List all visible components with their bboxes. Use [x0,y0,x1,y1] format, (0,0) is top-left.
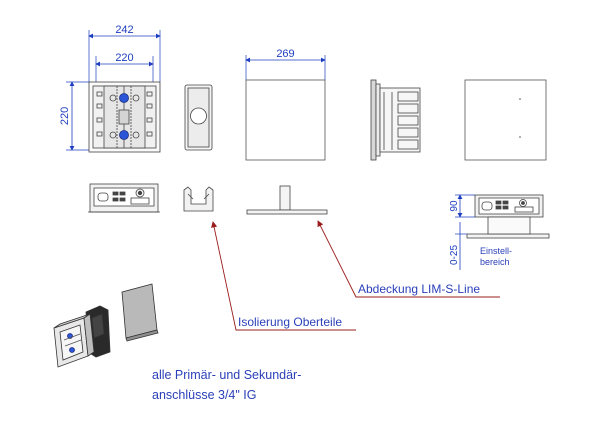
box-top-view [88,183,160,213]
dim-inner-width: 220 [95,52,154,82]
exploded-3d-illustration [53,283,159,368]
side-section-view [370,79,421,161]
leader-isolierung [211,221,356,331]
einstell-label-line1: Einstell- [480,246,512,256]
insulation-top-view [183,186,214,212]
dim-height-label: 220 [59,107,71,125]
dim-height: 220 [59,81,90,151]
dim-depth: 90 [449,194,475,218]
cover-top-view [246,185,328,215]
dim-adjust-range-label: 0-25 [449,245,460,265]
label-abdeckung: Abdeckung LIM-S-Line [358,282,480,296]
box-front-view [88,81,161,153]
dim-cover-width: 269 [245,48,326,80]
dim-inner-width-label: 220 [115,52,133,64]
cover-front-view [245,79,326,161]
assembly-top-view [466,194,550,239]
leader-abdeckung [317,220,500,298]
dim-adjust-range: 0-25 [449,222,467,270]
dim-cover-width-label: 269 [276,48,294,60]
cover-rear-view [464,79,547,161]
dim-depth-label: 90 [449,200,460,212]
note-line1: alle Primär- und Sekundär- [152,368,301,382]
einstell-label-line2: bereich [480,257,510,267]
dim-outer-width: 242 [88,24,161,82]
note-line2: anschlüsse 3/4" IG [152,388,257,402]
label-isolierung: Isolierung Oberteile [238,315,342,329]
dim-outer-width-label: 242 [115,24,133,36]
insulation-front-view [184,84,213,151]
